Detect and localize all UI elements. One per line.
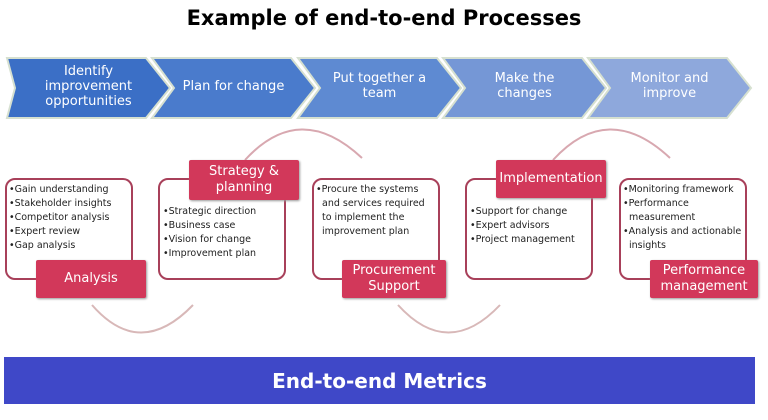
analysis-list: Gain understanding Stakeholder insights … — [9, 183, 134, 253]
list-item: Business case — [163, 219, 283, 233]
stage-chevron: Identify improvement opportunities — [5, 56, 172, 119]
chevron-shape — [586, 57, 753, 119]
list-item: Expert review — [9, 225, 134, 239]
list-item: Gain understanding — [9, 183, 134, 197]
list-item: Expert advisors — [470, 219, 590, 233]
list-item: Stakeholder insights — [9, 197, 134, 211]
stage-label: Make the changes — [494, 71, 555, 101]
list-item: Vision for change — [163, 233, 283, 247]
list-item: Support for change — [470, 205, 590, 219]
stage-label: Put together a team — [332, 71, 427, 101]
arc-connector — [397, 304, 501, 334]
step-label-analysis: Analysis — [36, 260, 146, 298]
chevron-shape — [5, 57, 172, 119]
step-label-performance: Performance management — [650, 260, 758, 298]
stage-label: Plan for change — [182, 78, 285, 94]
list-item: Strategic direction — [163, 205, 283, 219]
implementation-list: Support for change Expert advisors Proje… — [470, 205, 590, 247]
chevron-shape — [441, 57, 608, 119]
arc-connector — [244, 128, 363, 161]
chevron-shape — [296, 57, 463, 119]
stage-chevron: Put together a team — [296, 56, 463, 119]
list-item: Analysis and actionable insights — [623, 225, 747, 253]
list-item: Procure the systems and services require… — [316, 183, 428, 239]
footer-label: End-to-end Metrics — [272, 368, 487, 393]
stage-chevron: Make the changes — [441, 56, 608, 119]
arc-connector — [552, 128, 671, 161]
step-label-procurement: Procurement Support — [342, 260, 446, 298]
stage-chevron: Monitor and improve — [586, 56, 753, 119]
diagram-title: Example of end-to-end Processes — [186, 6, 582, 30]
stage-label: Monitor and improve — [630, 71, 709, 101]
footer-banner: End-to-end Metrics — [4, 357, 755, 404]
list-item: Improvement plan — [163, 247, 283, 261]
list-item: Competitor analysis — [9, 211, 134, 225]
step-label-strategy: Strategy & planning — [189, 160, 299, 200]
arc-connector — [91, 304, 194, 334]
performance-list: Monitoring framework Performance measure… — [623, 183, 747, 253]
chevron-shape — [150, 57, 317, 119]
list-item: Monitoring framework — [623, 183, 747, 197]
procurement-list: Procure the systems and services require… — [316, 183, 428, 239]
list-item: Project management — [470, 233, 590, 247]
stage-chevron: Plan for change — [150, 56, 317, 119]
stage-label: Identify improvement opportunities — [44, 63, 133, 109]
list-item: Gap analysis — [9, 239, 134, 253]
strategy-list: Strategic direction Business case Vision… — [163, 205, 283, 261]
list-item: Performance measurement — [623, 197, 747, 225]
step-label-implementation: Implementation — [496, 160, 606, 198]
